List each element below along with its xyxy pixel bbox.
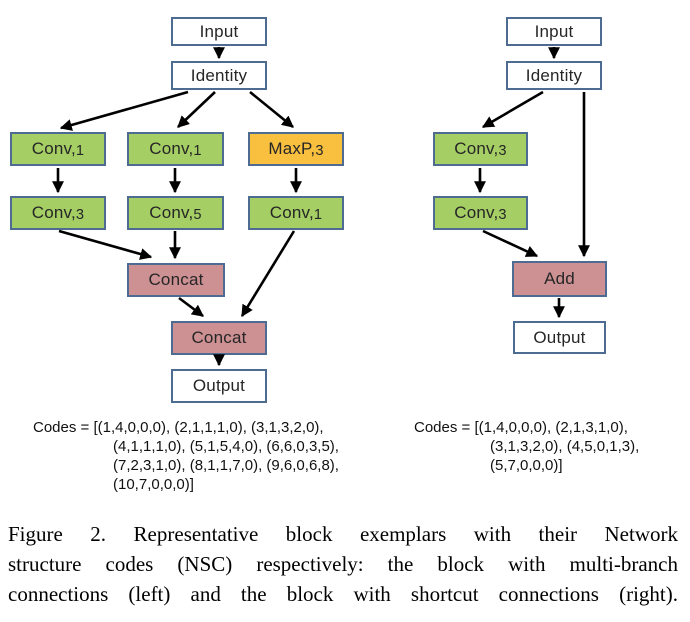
node-multi-branch-block-identity: Identity — [171, 61, 267, 90]
node-shortcut-block-conv3-b: Conv,3 — [433, 196, 528, 230]
node-multi-branch-block-concat-2: Concat — [171, 321, 267, 355]
caption-line-2: structure codes (NSC) respectively: the … — [8, 552, 678, 576]
node-multi-branch-block-input: Input — [171, 17, 267, 46]
edge-arrow — [249, 90, 294, 129]
codes-line: Codes = [(1,4,0,0,0), (2,1,1,1,0), (3,1,… — [33, 419, 324, 436]
caption-line-3: connections (left) and the block with sh… — [8, 582, 678, 606]
node-multi-branch-block-concat-1: Concat — [127, 263, 225, 297]
codes-line: (10,7,0,0,0)] — [113, 476, 194, 493]
node-multi-branch-block-output: Output — [171, 369, 267, 403]
node-shortcut-block-conv3-a: Conv,3 — [433, 132, 528, 166]
node-multi-branch-block-conv1-a: Conv,1 — [10, 132, 106, 166]
edge-arrow — [59, 90, 189, 131]
node-shortcut-block-output: Output — [513, 321, 606, 354]
codes-line: (5,7,0,0,0)] — [490, 457, 563, 474]
node-multi-branch-block-conv1-b: Conv,1 — [127, 132, 224, 166]
figure-caption: Figure 2. Representative block exemplars… — [8, 519, 678, 609]
codes-shortcut-block: Codes = [(1,4,0,0,0), (2,1,3,1,0), (3,1,3… — [414, 418, 639, 475]
codes-line: (7,2,3,1,0), (8,1,1,7,0), (9,6,0,6,8), — [113, 457, 339, 474]
edge-arrow — [482, 229, 539, 258]
edge-arrow — [177, 91, 216, 128]
node-shortcut-block-add: Add — [512, 261, 607, 297]
caption-line-1: Figure 2. Representative block exemplars… — [8, 522, 678, 546]
node-multi-branch-block-conv3: Conv,3 — [10, 196, 106, 230]
codes-line: (3,1,3,2,0), (4,5,0,1,3), — [490, 438, 640, 455]
node-multi-branch-block-conv1-c: Conv,1 — [248, 196, 344, 230]
edge-arrow — [178, 296, 204, 318]
edge-arrow — [481, 90, 544, 129]
node-shortcut-block-input: Input — [506, 17, 602, 46]
edge-arrow — [58, 229, 153, 260]
codes-multi-branch-block: Codes = [(1,4,0,0,0), (2,1,1,1,0), (3,1,… — [33, 418, 339, 494]
codes-line: (4,1,1,1,0), (5,1,5,4,0), (6,6,0,3,5), — [113, 438, 339, 455]
node-multi-branch-block-maxp3: MaxP,3 — [248, 132, 344, 166]
node-shortcut-block-identity: Identity — [506, 61, 602, 90]
node-multi-branch-block-conv5: Conv,5 — [127, 196, 224, 230]
edge-arrow — [240, 230, 296, 318]
codes-line: Codes = [(1,4,0,0,0), (2,1,3,1,0), — [414, 419, 628, 436]
